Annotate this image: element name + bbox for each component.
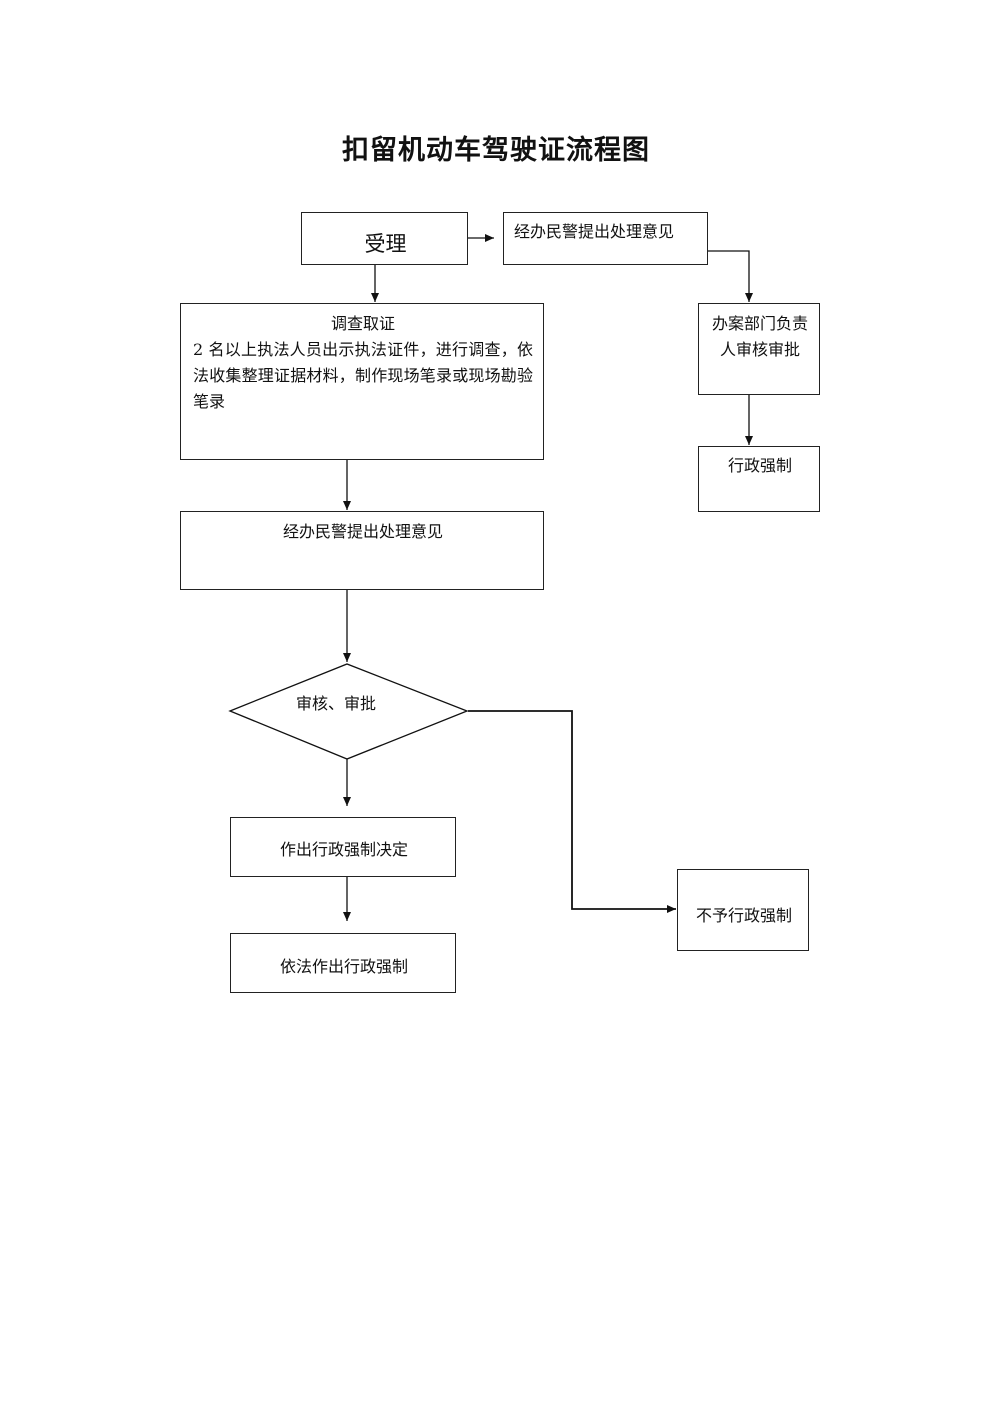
investigate-body: 2 名以上执法人员出示执法证件，进行调查，依法收集整理证据材料，制作现场笔录或现… (193, 340, 533, 411)
officer-opinion-label: 经办民警提出处理意见 (282, 522, 443, 541)
no-enforce-box: 不予行政强制 (677, 869, 809, 951)
arrow-review-to-no-enforce (468, 710, 676, 913)
enforce-box: 依法作出行政强制 (230, 933, 456, 993)
investigate-title: 调查取证 (330, 314, 395, 333)
accept-label: 受理 (364, 232, 407, 256)
officer-opinion-top-label: 经办民警提出处理意见 (513, 222, 674, 241)
arrow-opinion-to-dept (707, 250, 753, 302)
admin-enforce-box: 行政强制 (698, 446, 820, 512)
investigate-box: 调查取证 2 名以上执法人员出示执法证件，进行调查，依法收集整理证据材料，制作现… (180, 303, 544, 460)
accept-box: 受理 (301, 212, 468, 265)
officer-opinion-top-box: 经办民警提出处理意见 (503, 212, 708, 265)
decide-label: 作出行政强制决定 (279, 840, 408, 859)
officer-opinion-box: 经办民警提出处理意见 (180, 511, 544, 590)
admin-enforce-label: 行政强制 (727, 456, 792, 475)
dept-review-label: 办案部门负责人审核审批 (712, 314, 809, 359)
no-enforce-label: 不予行政强制 (695, 906, 792, 925)
review-approve-label: 审核、审批 (296, 694, 377, 713)
review-decision-diamond (228, 663, 469, 760)
decide-box: 作出行政强制决定 (230, 817, 456, 877)
enforce-label: 依法作出行政强制 (279, 957, 408, 976)
dept-review-box: 办案部门负责人审核审批 (698, 303, 820, 395)
page-title: 扣留机动车驾驶证流程图 (342, 135, 650, 166)
